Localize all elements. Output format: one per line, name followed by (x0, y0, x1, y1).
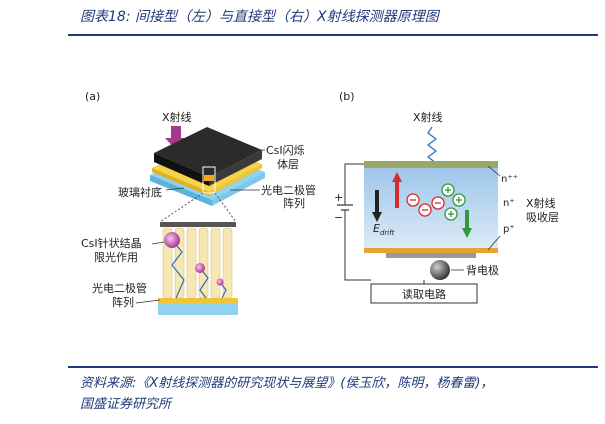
csi-scintillator-layer (154, 127, 262, 177)
zoom-photodiode-strip (158, 298, 238, 303)
bottom-divider (68, 366, 598, 368)
photodiode-label: 光电二极管 (261, 183, 316, 197)
absorption-layer-label: X射线 (526, 196, 556, 210)
p-plus-label: p⁺ (503, 224, 515, 235)
photodiode-label-2: 阵列 (283, 196, 305, 210)
circuit-wire-top (344, 163, 364, 205)
back-electrode (430, 260, 450, 280)
photon-ball-small (216, 278, 224, 286)
battery-plus: + (334, 191, 343, 204)
p-plus-layer (364, 248, 498, 253)
hole-arrow (392, 172, 402, 208)
needle-crystal-label-2: 限光作用 (94, 250, 138, 264)
zoom-substrate (158, 303, 238, 315)
source-line-1: 资料来源:《X射线探测器的研究现状与展望》(侯玉欣，陈明，杨春雷)， (80, 376, 494, 391)
left-xray-label: X射线 (162, 110, 192, 124)
readout-circuit-box (370, 283, 478, 304)
readout-bar (386, 253, 476, 258)
circuit-wire-bottom (344, 210, 371, 281)
battery-minus: − (334, 211, 343, 224)
glass-substrate-side (150, 175, 212, 206)
zoom-top-plate (160, 222, 236, 227)
n-plus-label: n⁺ (503, 198, 515, 209)
right-xray-label: X射线 (413, 110, 443, 124)
photon-ball-medium (195, 263, 205, 273)
e-drift-arrow (372, 190, 382, 222)
e-drift-label: Edrift (373, 222, 395, 237)
zoom-box (202, 166, 216, 194)
panel-a-label: (a) (85, 90, 100, 103)
readout-circuit-label: 读取电路 (402, 287, 446, 301)
figure-title: 图表18: 间接型（左）与直接型（右）X射线探测器原理图 (80, 9, 439, 25)
source-line-2: 国盛证券研究所 (80, 397, 172, 412)
n-plus-plus-label: n⁺⁺ (501, 174, 518, 185)
glass-substrate-label: 玻璃衬底 (118, 185, 162, 199)
electron-arrow (462, 210, 472, 238)
needle-crystal-label: CsI针状结晶 (81, 236, 142, 250)
photon-path (171, 239, 185, 299)
scintillator-label-2: 体层 (277, 157, 299, 171)
n-plus-plus-layer (364, 161, 498, 168)
photon-ball-large (164, 232, 180, 248)
panel-b-label: (b) (339, 90, 355, 103)
top-divider (68, 34, 598, 36)
scintillator-label: CsI闪烁 (266, 143, 305, 157)
charge-carriers (406, 183, 466, 221)
absorption-layer-label-2: 吸收层 (526, 210, 559, 224)
zoom-photodiode-label-2: 阵列 (112, 295, 134, 309)
zoom-photodiode-label: 光电二极管 (92, 281, 147, 295)
back-electrode-label: 背电极 (466, 263, 499, 277)
